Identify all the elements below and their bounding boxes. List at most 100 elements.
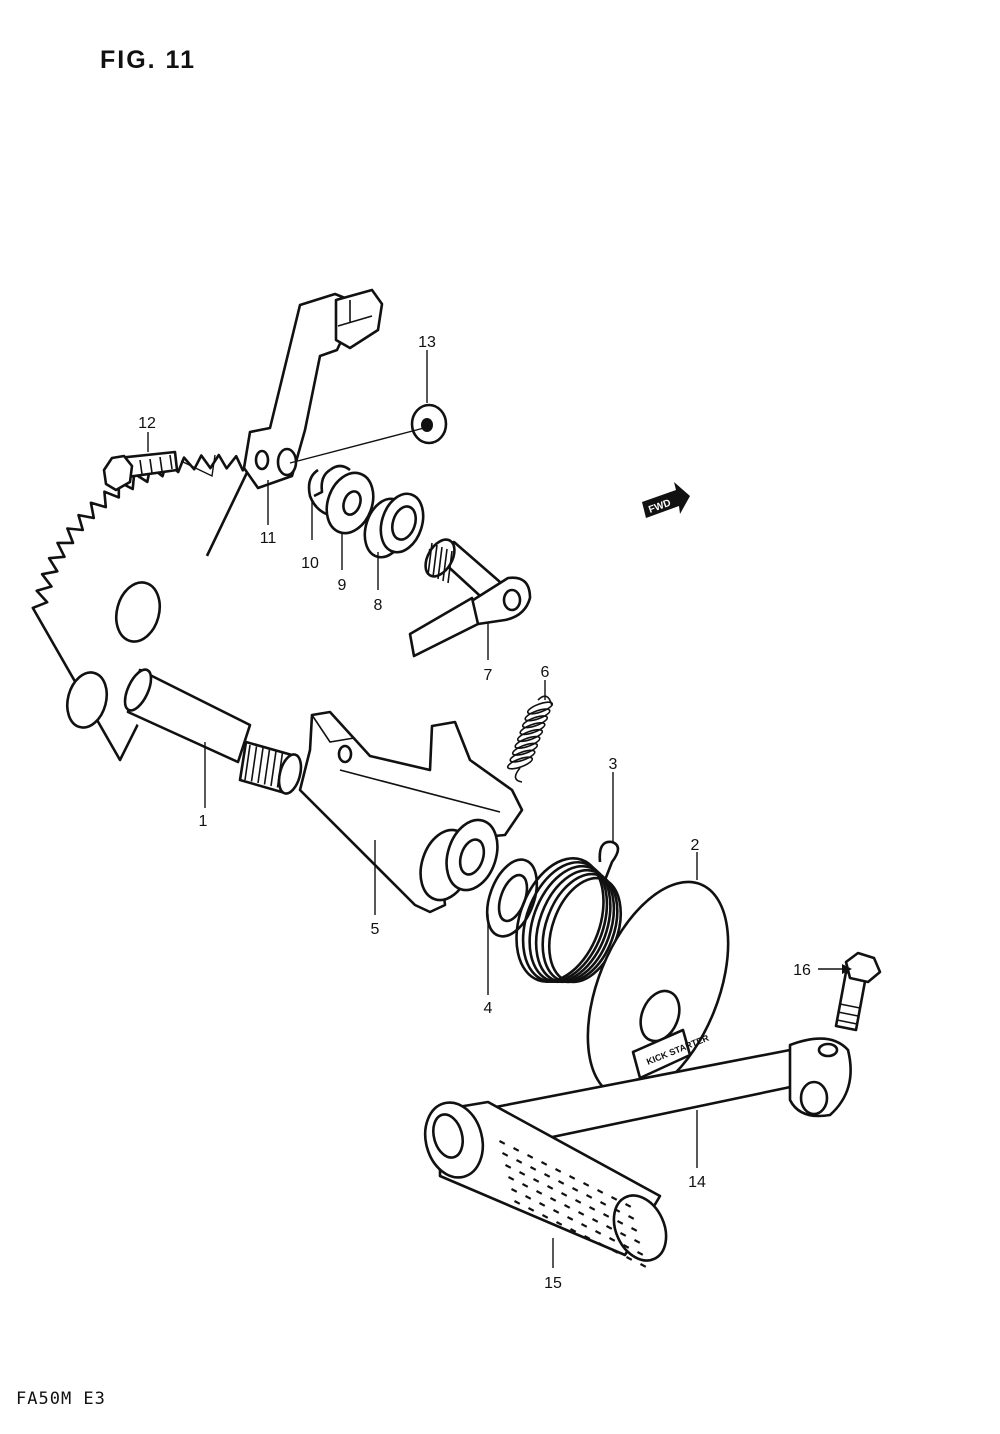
spring-coil: [514, 735, 541, 749]
grip-rib: [504, 1164, 512, 1169]
grip-rib: [597, 1241, 605, 1247]
grip-rib: [510, 1188, 518, 1193]
grip-rib: [538, 1202, 546, 1207]
spring-coil: [506, 756, 534, 770]
return-spring-coil: [528, 864, 612, 984]
washer-9: [325, 471, 375, 535]
grip-rib: [605, 1224, 613, 1230]
spring-coil: [509, 749, 536, 763]
bushing-8: [363, 492, 425, 559]
grip-rib: [622, 1244, 630, 1249]
grip-rib: [566, 1215, 574, 1221]
tension-spring-6: [506, 695, 554, 783]
spline-mark: [270, 750, 277, 787]
grip-rib: [557, 1180, 565, 1185]
spline-mark: [250, 746, 258, 782]
callout-labels: 1 2 3 4 5 6 7 8 9 10 11 12 13 14 15 16: [138, 334, 811, 1292]
callout-1: 1: [199, 813, 208, 830]
washer-hole: [342, 490, 362, 516]
grip-rib: [583, 1235, 591, 1240]
grip-rib: [532, 1178, 540, 1183]
grip-texture: [498, 1139, 647, 1268]
spline-mark: [244, 744, 251, 781]
grip-rib: [526, 1154, 534, 1159]
cam-slot: [337, 744, 353, 764]
grip-rib: [541, 1214, 549, 1219]
grip-rib: [571, 1187, 579, 1192]
grip-rib: [546, 1184, 554, 1190]
callout-9: 9: [338, 577, 347, 594]
nut-hole: [421, 418, 433, 432]
return-spring-coil: [521, 860, 609, 984]
circlip-10: [307, 464, 351, 518]
callout-7: 7: [484, 667, 493, 684]
starter-shaft-gear: [31, 453, 303, 795]
grip-rib: [639, 1263, 647, 1268]
grip-rib: [602, 1213, 610, 1218]
grip-rib: [633, 1239, 641, 1244]
cover-plate-2: KICK STARTER: [586, 880, 730, 1100]
grip-rib: [543, 1173, 551, 1178]
cover-plate-label: [631, 1028, 692, 1080]
spring-coil: [511, 742, 539, 756]
grip-rib: [568, 1174, 576, 1180]
callout-13: 13: [418, 334, 436, 351]
grip-rib: [535, 1190, 543, 1195]
grip-rib: [577, 1211, 585, 1216]
spline-mark: [263, 749, 271, 785]
return-spring-coil: [534, 868, 616, 984]
figure-title: FIG. 11: [100, 46, 196, 74]
grip-rib: [540, 1161, 548, 1166]
spring-coil: [521, 715, 549, 729]
bolt-12: [102, 450, 179, 492]
lever-spline-marks: [427, 542, 453, 584]
grip-rib: [588, 1206, 596, 1211]
kick-lever-spline: [799, 1080, 829, 1116]
grip-rib: [636, 1250, 644, 1256]
grip-rib: [527, 1207, 535, 1212]
grip-rib: [574, 1199, 582, 1204]
grip-rib: [608, 1237, 616, 1242]
callout-8: 8: [374, 597, 383, 614]
grip-rib: [521, 1183, 529, 1188]
shaft-end: [123, 668, 153, 712]
kick-grip-15: [423, 1100, 668, 1268]
bolt-16-head: [844, 951, 882, 984]
nut-13: [410, 403, 448, 445]
grip-rib: [515, 1158, 523, 1164]
forward-arrow-icon: FWD: [642, 482, 690, 518]
grip-rib: [625, 1256, 633, 1261]
cover-plate-hole: [639, 989, 681, 1043]
bracket-hole-small: [254, 449, 270, 471]
leader-13: [289, 427, 425, 464]
grip-rib: [611, 1248, 619, 1254]
grip-rib: [555, 1221, 563, 1226]
lever-spline-mark: [427, 542, 433, 576]
return-spring-coils: [515, 857, 622, 984]
return-spring-coil: [541, 872, 619, 984]
spring-coil: [524, 708, 551, 722]
model-code: FA50M E3: [16, 1389, 106, 1409]
callout-3: 3: [609, 756, 618, 773]
grip-rib: [627, 1215, 635, 1220]
grip-rib: [513, 1199, 521, 1205]
grip-rib: [596, 1189, 604, 1194]
spring-hooks: [514, 695, 553, 783]
cam-guide-5: [298, 710, 524, 914]
stopper-bracket: [242, 288, 384, 490]
lever-spline-mark: [442, 548, 448, 582]
callout-2: 2: [691, 837, 700, 854]
grip-rib: [580, 1223, 588, 1228]
grip-rib: [529, 1166, 537, 1171]
leader-lines: [147, 350, 842, 1268]
grip-rib: [552, 1208, 560, 1214]
grip-rib: [613, 1207, 621, 1213]
spline-marks: [244, 744, 284, 788]
grip-rib: [563, 1204, 571, 1209]
grip-rib: [610, 1196, 618, 1201]
callout-4: 4: [484, 1000, 493, 1017]
gear-hole-lower: [65, 671, 109, 729]
grip-inner-bore: [432, 1113, 464, 1159]
